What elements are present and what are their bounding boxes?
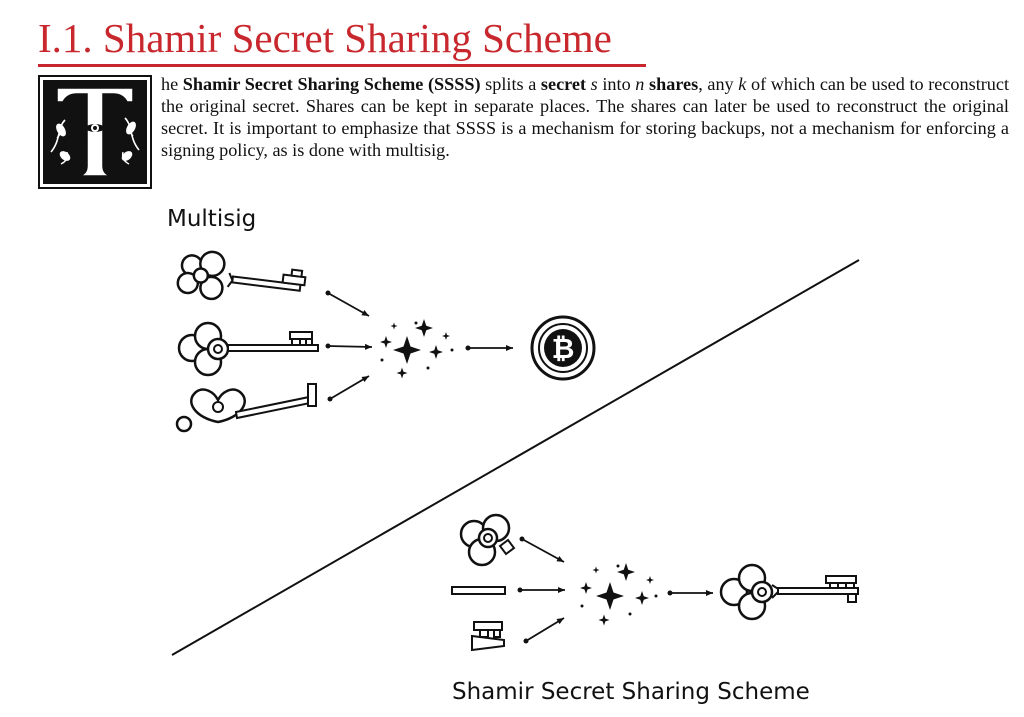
key-icon <box>175 383 317 433</box>
key-icon <box>176 250 307 301</box>
sparkles-icon <box>380 319 454 379</box>
bitcoin-coin-icon: ₿ <box>530 315 596 381</box>
arrow <box>327 292 370 317</box>
arrow <box>525 617 565 642</box>
drop-cap-t-icon <box>38 75 152 189</box>
intro-paragraph: he Shamir Secret Sharing Scheme (SSSS) s… <box>161 74 1010 160</box>
key-icon <box>451 586 506 595</box>
key-icon <box>471 621 505 652</box>
section-title: I.1. Shamir Secret Sharing Scheme <box>38 15 612 61</box>
title-underline <box>38 64 646 67</box>
ssss-label: Shamir Secret Sharing Scheme <box>452 679 810 705</box>
divider-line <box>171 259 860 656</box>
multisig-label: Multisig <box>167 206 257 232</box>
key-icon <box>459 513 516 567</box>
arrow <box>327 343 373 350</box>
bitcoin-symbol: ₿ <box>552 332 575 365</box>
key-icon <box>719 563 859 621</box>
key-icon <box>177 321 319 377</box>
arrow <box>521 538 565 563</box>
arrow <box>329 375 370 400</box>
sparkles-icon <box>580 563 658 626</box>
